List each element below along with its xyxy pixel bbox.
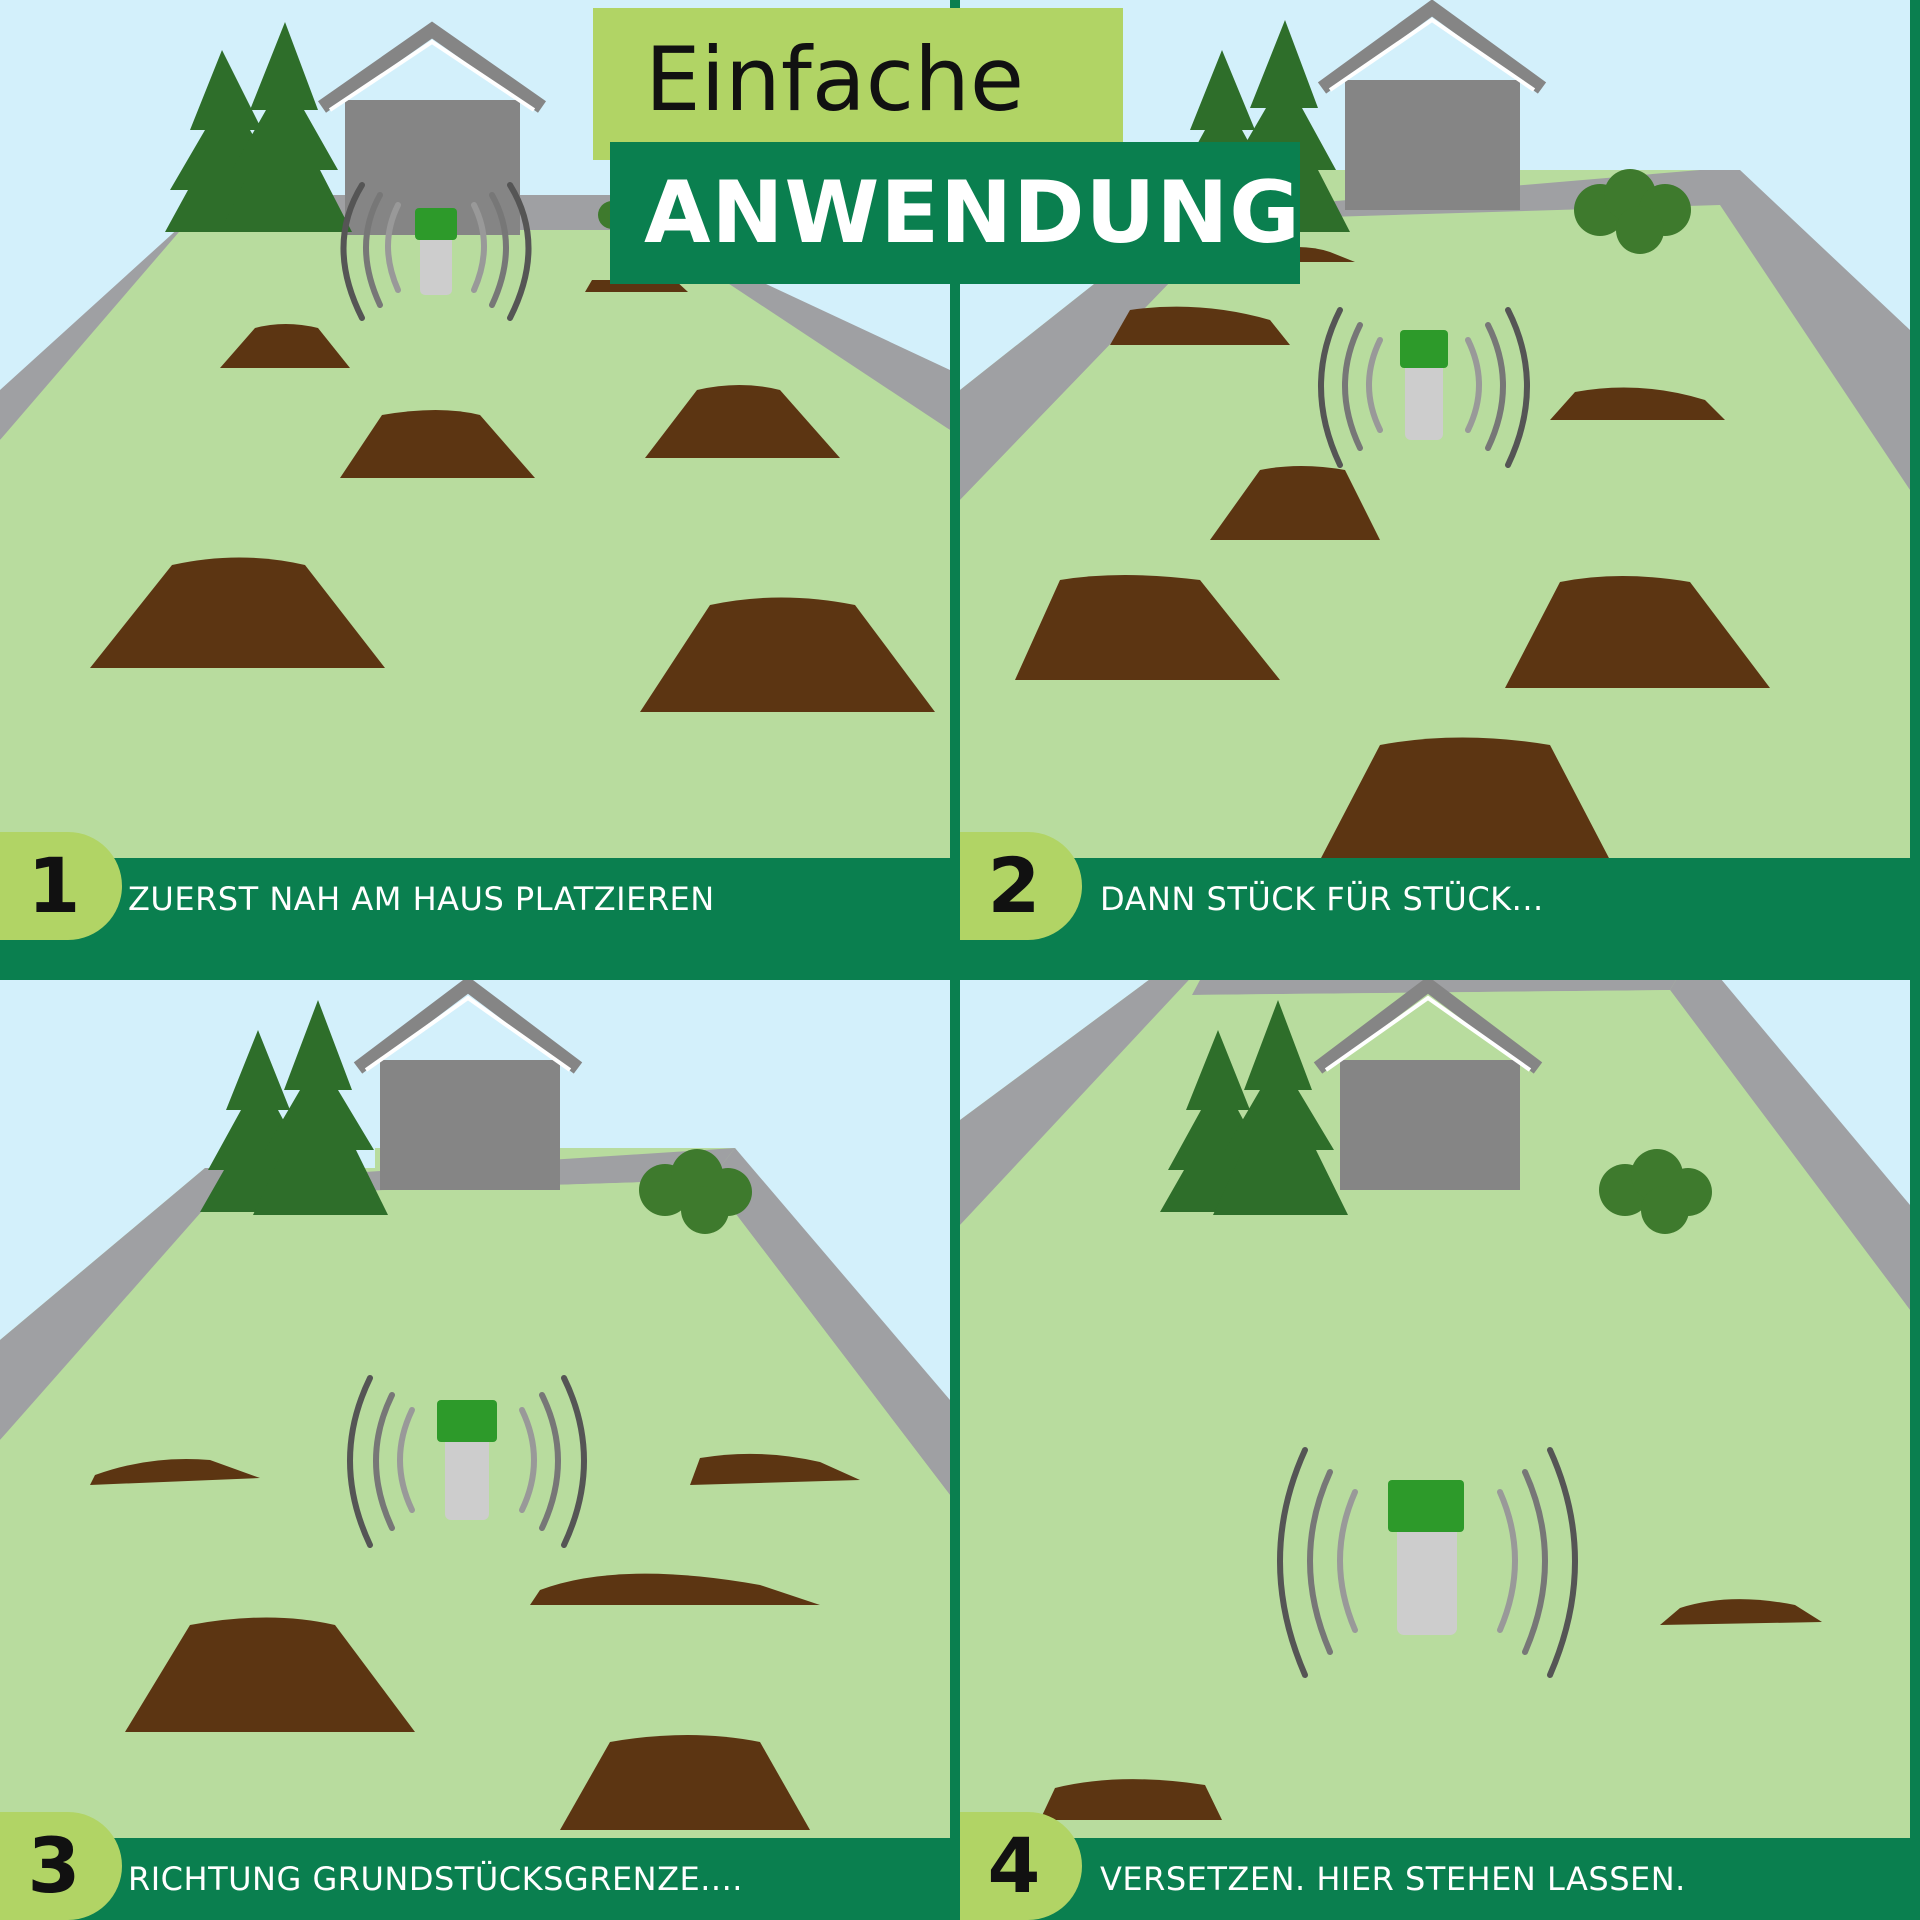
- title-line-2-box: ANWENDUNG: [610, 142, 1300, 284]
- mole-repeller-icon: [1388, 1480, 1464, 1635]
- step-panel-3: 3 RICHTUNG GRUNDSTÜCKSGRENZE....: [0, 980, 950, 1920]
- garden-scene-4: [960, 980, 1910, 1920]
- title-line-2: ANWENDUNG: [644, 163, 1301, 263]
- step-caption: RICHTUNG GRUNDSTÜCKSGRENZE....: [128, 1860, 743, 1898]
- sound-wave-icon: [347, 1375, 587, 1548]
- garden-scene-1: [0, 21, 950, 940]
- step-caption-bar: [960, 1838, 1910, 1920]
- shrub-icon: [639, 1149, 752, 1234]
- step-number-badge: 2: [960, 832, 1082, 940]
- molehill-icon: [90, 280, 935, 712]
- step-number: 4: [987, 1821, 1041, 1910]
- house-icon: [1313, 980, 1543, 1190]
- step-caption-bar: [960, 858, 1910, 940]
- spruce-tree-icon: [165, 22, 352, 232]
- garden-scene-3-final: [0, 980, 950, 1920]
- step-caption-bar: [0, 858, 950, 940]
- step-caption-bar: [0, 1838, 950, 1920]
- molehill-icon: [90, 1453, 860, 1830]
- step-number: 2: [987, 841, 1041, 930]
- title-line-1: Einfache: [645, 28, 1025, 131]
- step-caption: DANN STÜCK FÜR STÜCK...: [1100, 880, 1544, 918]
- sound-wave-icon: [1318, 307, 1530, 468]
- house-icon: [1317, 0, 1547, 210]
- step-number-badge: 3: [0, 1812, 122, 1920]
- sound-wave-icon: [340, 182, 532, 321]
- shrub-icon: [1599, 1149, 1712, 1234]
- step-number: 3: [27, 1821, 81, 1910]
- sound-wave-icon: [1277, 1447, 1578, 1678]
- step-number-badge: 4: [960, 1812, 1082, 1920]
- step-panel-2: 2 DANN STÜCK FÜR STÜCK...: [960, 0, 1910, 940]
- step-caption: ZUERST NAH AM HAUS PLATZIEREN: [128, 880, 715, 918]
- mole-repeller-icon: [415, 208, 457, 295]
- title-line-1-box: Einfache: [593, 8, 1123, 160]
- shrub-icon: [1574, 169, 1691, 254]
- molehill-icon: [1040, 1599, 1822, 1820]
- spruce-tree-icon: [1160, 1000, 1348, 1215]
- house-icon: [317, 21, 547, 235]
- house-icon: [353, 980, 583, 1190]
- step-panel-4: 4 VERSETZEN. HIER STEHEN LASSEN.: [960, 980, 1910, 1920]
- step-caption: VERSETZEN. HIER STEHEN LASSEN.: [1100, 1860, 1686, 1898]
- spruce-tree-icon: [200, 1000, 388, 1215]
- step-number-badge: 1: [0, 832, 122, 940]
- mole-repeller-icon: [437, 1400, 497, 1520]
- mole-repeller-icon: [1400, 330, 1448, 440]
- molehill-icon: [1015, 247, 1770, 860]
- garden-scene-2: [960, 0, 1910, 940]
- step-number: 1: [27, 841, 81, 930]
